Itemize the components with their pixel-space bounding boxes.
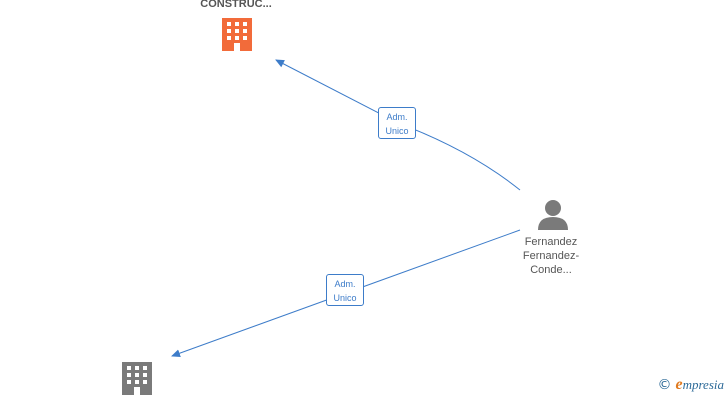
building-icon[interactable] bbox=[122, 362, 152, 395]
edge-label-line: Unico bbox=[385, 126, 409, 136]
person-icon[interactable] bbox=[538, 200, 568, 230]
copyright-icon: © bbox=[657, 377, 672, 393]
brand-name: mpresia bbox=[682, 377, 724, 392]
building-icon[interactable] bbox=[222, 18, 252, 51]
person-label-line: Fernandez bbox=[524, 236, 578, 248]
person-label-line: Conde... bbox=[530, 264, 572, 276]
edge-label-line: Adm. bbox=[386, 112, 408, 122]
edge-label-bottom: Adm. Unico bbox=[326, 274, 364, 306]
edge-label-top: Adm. Unico bbox=[378, 107, 416, 139]
person-label[interactable]: Fernandez Fernandez- Conde... bbox=[501, 235, 601, 277]
edge-label-line: Unico bbox=[333, 293, 357, 303]
person-label-line: Fernandez- bbox=[522, 250, 580, 262]
company-top-label[interactable]: CONSTRUC... bbox=[200, 0, 272, 10]
empresia-watermark: ©empresia bbox=[657, 376, 724, 394]
edge-label-line: Adm. bbox=[334, 279, 356, 289]
brand-initial: e bbox=[675, 376, 683, 393]
